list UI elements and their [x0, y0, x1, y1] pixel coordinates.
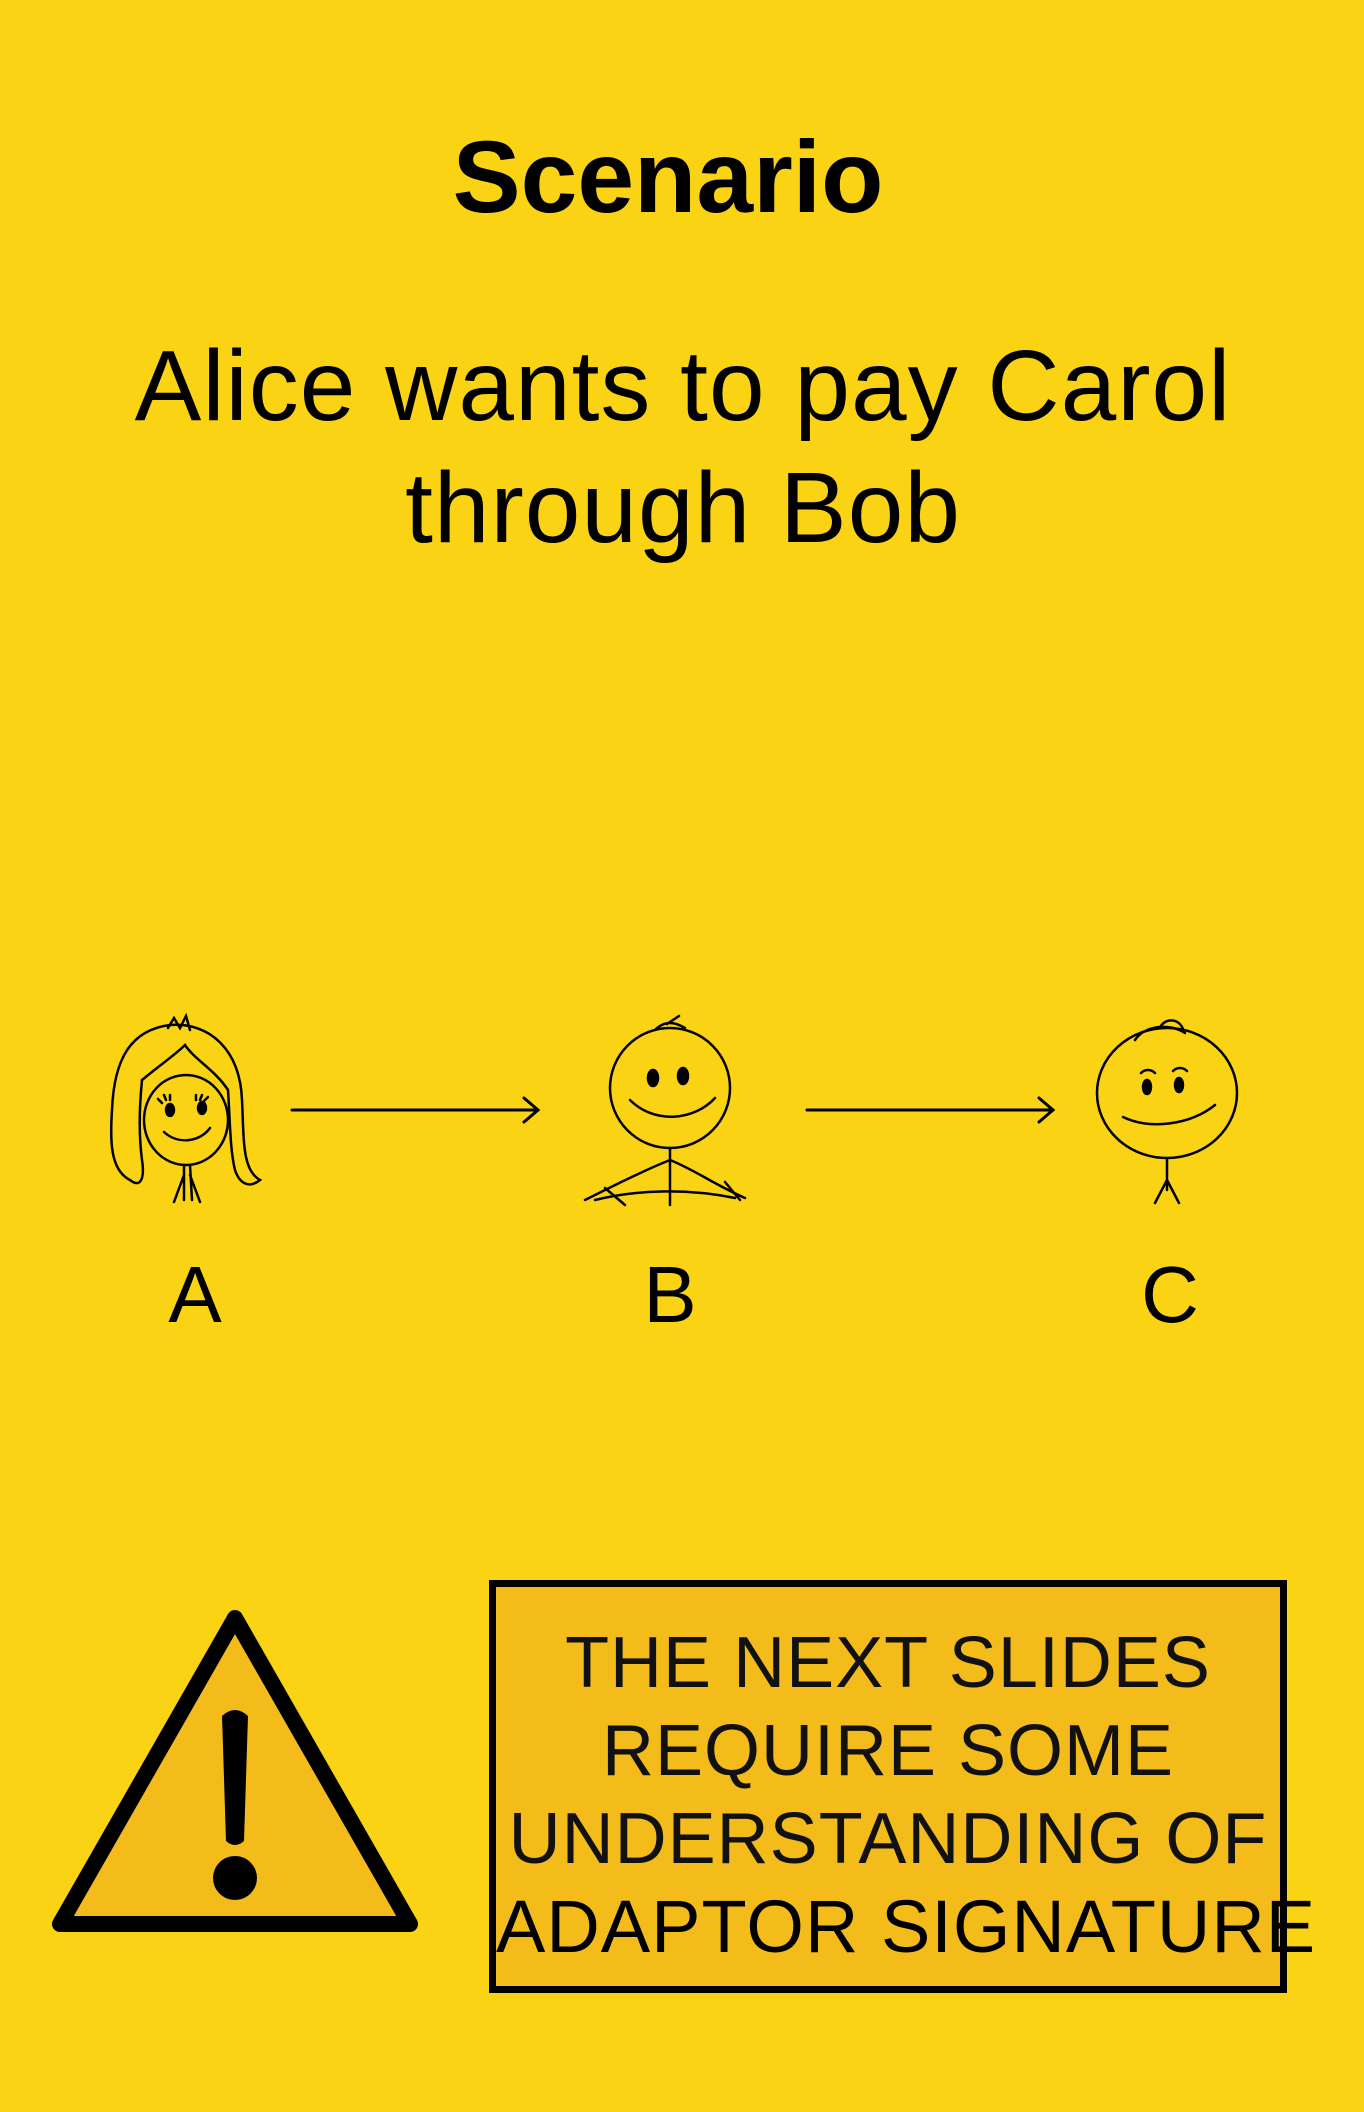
notice-line-3: UNDERSTANDING OF — [508, 1799, 1268, 1879]
arrow-b-to-c — [805, 1096, 1056, 1124]
bob-figure — [575, 1010, 755, 1210]
notice-line-1: THE NEXT SLIDES — [565, 1623, 1211, 1703]
node-label-b: B — [643, 1250, 697, 1339]
notice-line-2: REQUIRE SOME — [601, 1711, 1175, 1791]
prerequisite-notice: THE NEXT SLIDES REQUIRE SOME UNDERSTANDI… — [489, 1580, 1317, 1993]
alice-figure — [90, 1010, 270, 1210]
scenario-line-2: through Bob — [405, 452, 961, 564]
arrow-a-to-b — [290, 1096, 541, 1124]
carol-icon — [1095, 1019, 1239, 1205]
bob-icon — [583, 1014, 747, 1207]
carol-figure — [1075, 1015, 1255, 1210]
page-title: Scenario — [452, 120, 884, 234]
notice-emphasis: ADAPTOR SIGNATURE — [496, 1885, 1317, 1968]
scenario-description: Alice wants to pay Carol through Bob — [60, 325, 1306, 569]
alice-icon — [109, 1012, 263, 1204]
scenario-line-1: Alice wants to pay Carol — [134, 330, 1232, 442]
node-label-c: C — [1141, 1250, 1199, 1339]
node-label-a: A — [168, 1250, 222, 1339]
warning-icon — [52, 1610, 418, 1932]
